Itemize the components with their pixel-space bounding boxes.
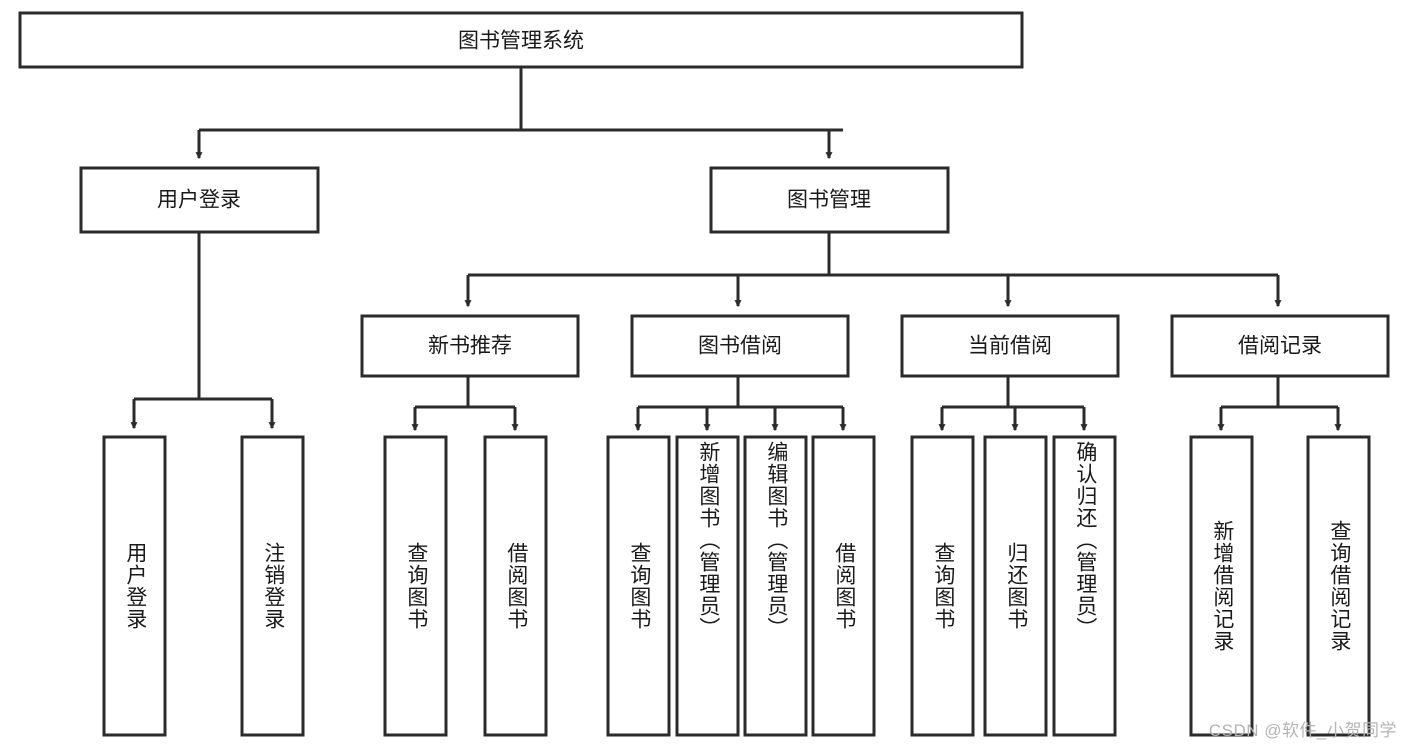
node-book-borrow[interactable]: 图书借阅 [630,314,850,378]
node-borrow-record-label: 借阅记录 [1238,335,1322,358]
leaf-edit-book-admin-box[interactable] [743,435,808,737]
node-user-login-label: 用户登录 [157,189,241,212]
node-root-box[interactable] [18,11,1024,69]
node-current-borrow[interactable]: 当前借阅 [900,314,1120,378]
leaf-logout-box[interactable] [240,435,305,737]
node-root-label: 图书管理系统 [458,30,584,53]
connector-group-current-borrow [938,376,1088,432]
leaf-query-book-borrow-box[interactable] [606,435,671,737]
node-new-book-recommend-box[interactable] [360,314,580,378]
connector-group-book-borrow [634,376,847,432]
node-book-manage-box[interactable] [709,166,950,234]
node-book-manage[interactable]: 图书管理 [709,166,950,234]
leaf-add-book-admin-box[interactable] [675,435,740,737]
node-borrow-record[interactable]: 借阅记录 [1170,314,1390,378]
connector-group-root [195,67,843,160]
connector-group-book-manage [464,232,1282,308]
node-book-manage-label: 图书管理 [787,189,871,212]
node-book-borrow-label: 图书借阅 [698,335,782,358]
node-new-book-recommend[interactable]: 新书推荐 [360,314,580,378]
connector-group-borrow-record [1217,376,1342,432]
node-current-borrow-label: 当前借阅 [968,335,1052,358]
node-user-login-box[interactable] [79,166,320,234]
connector-group-user-login [130,232,276,430]
leaf-confirm-return-admin-box[interactable] [1052,435,1117,737]
node-current-borrow-box[interactable] [900,314,1120,378]
node-book-borrow-box[interactable] [630,314,850,378]
node-borrow-record-box[interactable] [1170,314,1390,378]
connector-group-new-book-recommend [411,376,519,432]
leaf-boxes [102,435,1371,737]
leaf-query-book-recommend-box[interactable] [383,435,448,737]
leaf-user-login-box[interactable] [102,435,167,737]
leaf-return-book-box[interactable] [983,435,1048,737]
leaf-borrow-book-recommend-box[interactable] [483,435,548,737]
csdn-watermark: CSDN @软件_小贺同学 [1208,721,1397,740]
node-root[interactable]: 图书管理系统 [18,11,1024,69]
node-new-book-recommend-label: 新书推荐 [428,335,512,358]
leaf-borrow-book-box[interactable] [811,435,876,737]
node-user-login[interactable]: 用户登录 [79,166,320,234]
leaf-add-borrow-record-box[interactable] [1189,435,1254,737]
leaf-query-borrow-record-box[interactable] [1306,435,1371,737]
leaf-query-book-current-box[interactable] [910,435,975,737]
